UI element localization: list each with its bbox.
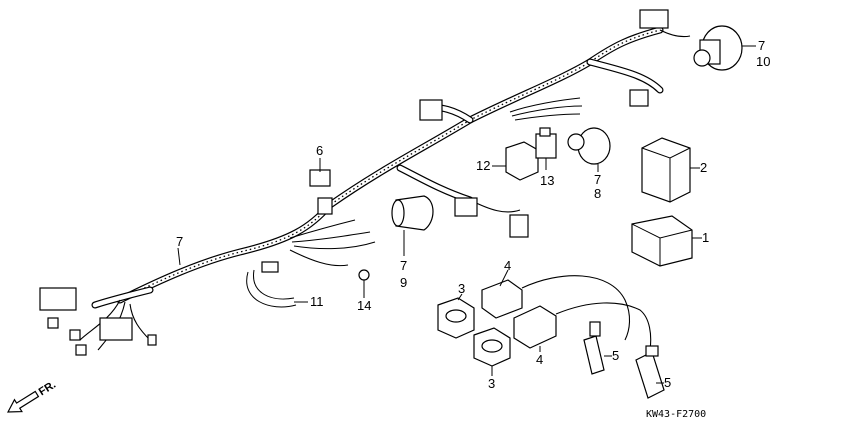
part-band (246, 261, 297, 308)
terminal-c (75, 344, 87, 356)
harness-clip (317, 197, 333, 215)
callout-4-upper: 4 (504, 258, 511, 273)
center-connector (454, 197, 478, 217)
part-relay (505, 141, 539, 181)
callout-12: 12 (476, 158, 490, 173)
callout-7-left: 7 (176, 234, 183, 249)
left-connector-block (39, 287, 77, 311)
main-wire-harness (91, 26, 664, 309)
part-connector-13 (535, 127, 557, 159)
terminal-d (147, 334, 157, 346)
callout-5-left: 5 (612, 348, 619, 363)
terminal-a (47, 317, 59, 329)
part-bolt (358, 269, 370, 292)
callout-11: 11 (310, 294, 324, 309)
callout-8: 8 (594, 186, 601, 201)
upper-connector (419, 99, 443, 121)
callout-3-upper: 3 (458, 281, 465, 296)
part-sleeve-lower (391, 195, 434, 231)
front-direction-indicator: FR. (6, 379, 58, 413)
top-right-connector (639, 9, 669, 29)
callout-1: 1 (702, 230, 709, 245)
callout-9: 9 (400, 275, 407, 290)
terminal-b (69, 329, 81, 341)
left-lower-connector-block (99, 317, 133, 341)
callout-7-lower: 7 (400, 258, 407, 273)
diagram-code: KW43-F2700 (646, 409, 706, 420)
part-sleeve-center (567, 127, 611, 165)
part-control-unit (641, 137, 691, 203)
callout-3-lower: 3 (488, 376, 495, 391)
callout-numbers: 7 10 2 1 6 12 13 7 8 7 7 9 11 14 4 3 4 3… (176, 38, 770, 391)
callout-5-right: 5 (664, 375, 671, 390)
callout-13: 13 (540, 173, 554, 188)
part-cap-lower (473, 327, 511, 367)
part-ignition-coil-upper (481, 275, 631, 341)
front-arrow-icon (6, 390, 40, 413)
callout-leaders (177, 45, 756, 384)
part-small-relay (309, 169, 331, 187)
callout-4-lower: 4 (536, 352, 543, 367)
callout-2: 2 (700, 160, 707, 175)
part-sleeve-top-right (693, 25, 743, 71)
part-cap-upper (437, 297, 475, 339)
callout-6: 6 (316, 143, 323, 158)
harness-connectors (39, 9, 669, 356)
part-plug-cap-right (635, 345, 665, 399)
callout-7-center: 7 (594, 172, 601, 187)
callout-7-top: 7 (758, 38, 765, 53)
callout-10: 10 (756, 54, 770, 69)
callout-14: 14 (357, 298, 371, 313)
front-direction-label: FR. (37, 379, 58, 399)
part-ignition-coil-lower (513, 302, 652, 351)
part-rubber-holder (631, 215, 693, 267)
part-plug-cap-left (583, 321, 605, 375)
center-right-connector (509, 214, 529, 238)
right-connector (629, 89, 649, 107)
